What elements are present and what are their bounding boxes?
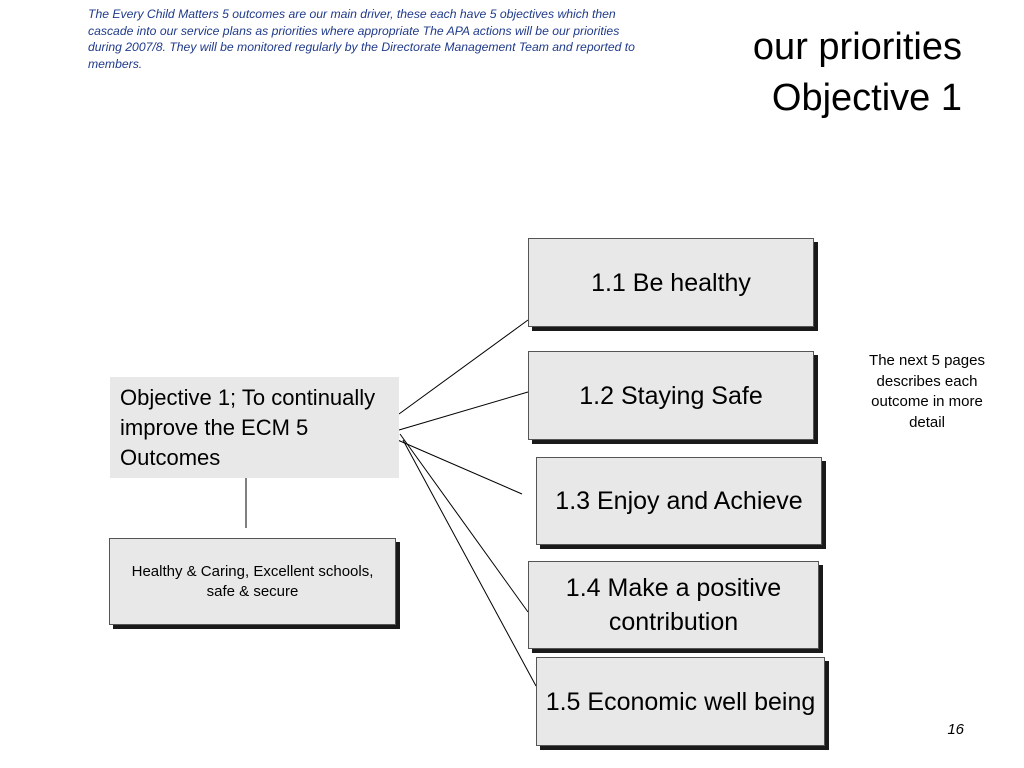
- outcome-box-1: 1.1 Be healthy: [528, 238, 814, 327]
- values-box: Healthy & Caring, Excellent schools, saf…: [109, 538, 396, 625]
- intro-note: The Every Child Matters 5 outcomes are o…: [88, 7, 635, 71]
- outcome-label-3: 1.3 Enjoy and Achieve: [555, 487, 803, 515]
- side-note: The next 5 pages describes each outcome …: [869, 352, 985, 431]
- outcome-label-4: 1.4 Make a positive contribution: [565, 574, 782, 636]
- outcome-box-5: 1.5 Economic well being: [536, 657, 825, 746]
- outcome-label-5: 1.5 Economic well being: [545, 687, 816, 716]
- outcome-box-4: 1.4 Make a positive contribution: [528, 561, 819, 649]
- page-number: 16: [947, 721, 964, 738]
- outcome-label-1: 1.1 Be healthy: [591, 268, 751, 297]
- title-line-2: Objective 1: [771, 77, 962, 119]
- connector-to-outcome-5: [402, 439, 537, 687]
- outcome-box-3: 1.3 Enjoy and Achieve: [536, 457, 822, 545]
- outcome-box-2: 1.2 Staying Safe: [528, 351, 814, 440]
- outcome-label-2: 1.2 Staying Safe: [579, 381, 763, 410]
- connector-to-outcome-4: [399, 433, 529, 613]
- connector-to-outcome-3: [392, 437, 523, 495]
- values-box-label: Healthy & Caring, Excellent schools, saf…: [131, 562, 374, 600]
- connector-to-outcome-2: [398, 391, 529, 431]
- slide-title: our priorities Objective 1: [753, 22, 962, 124]
- connector-to-outcome-1: [398, 319, 529, 415]
- title-line-1: our priorities: [752, 26, 962, 68]
- objective-root-box: Objective 1; To continually improve the …: [110, 377, 399, 478]
